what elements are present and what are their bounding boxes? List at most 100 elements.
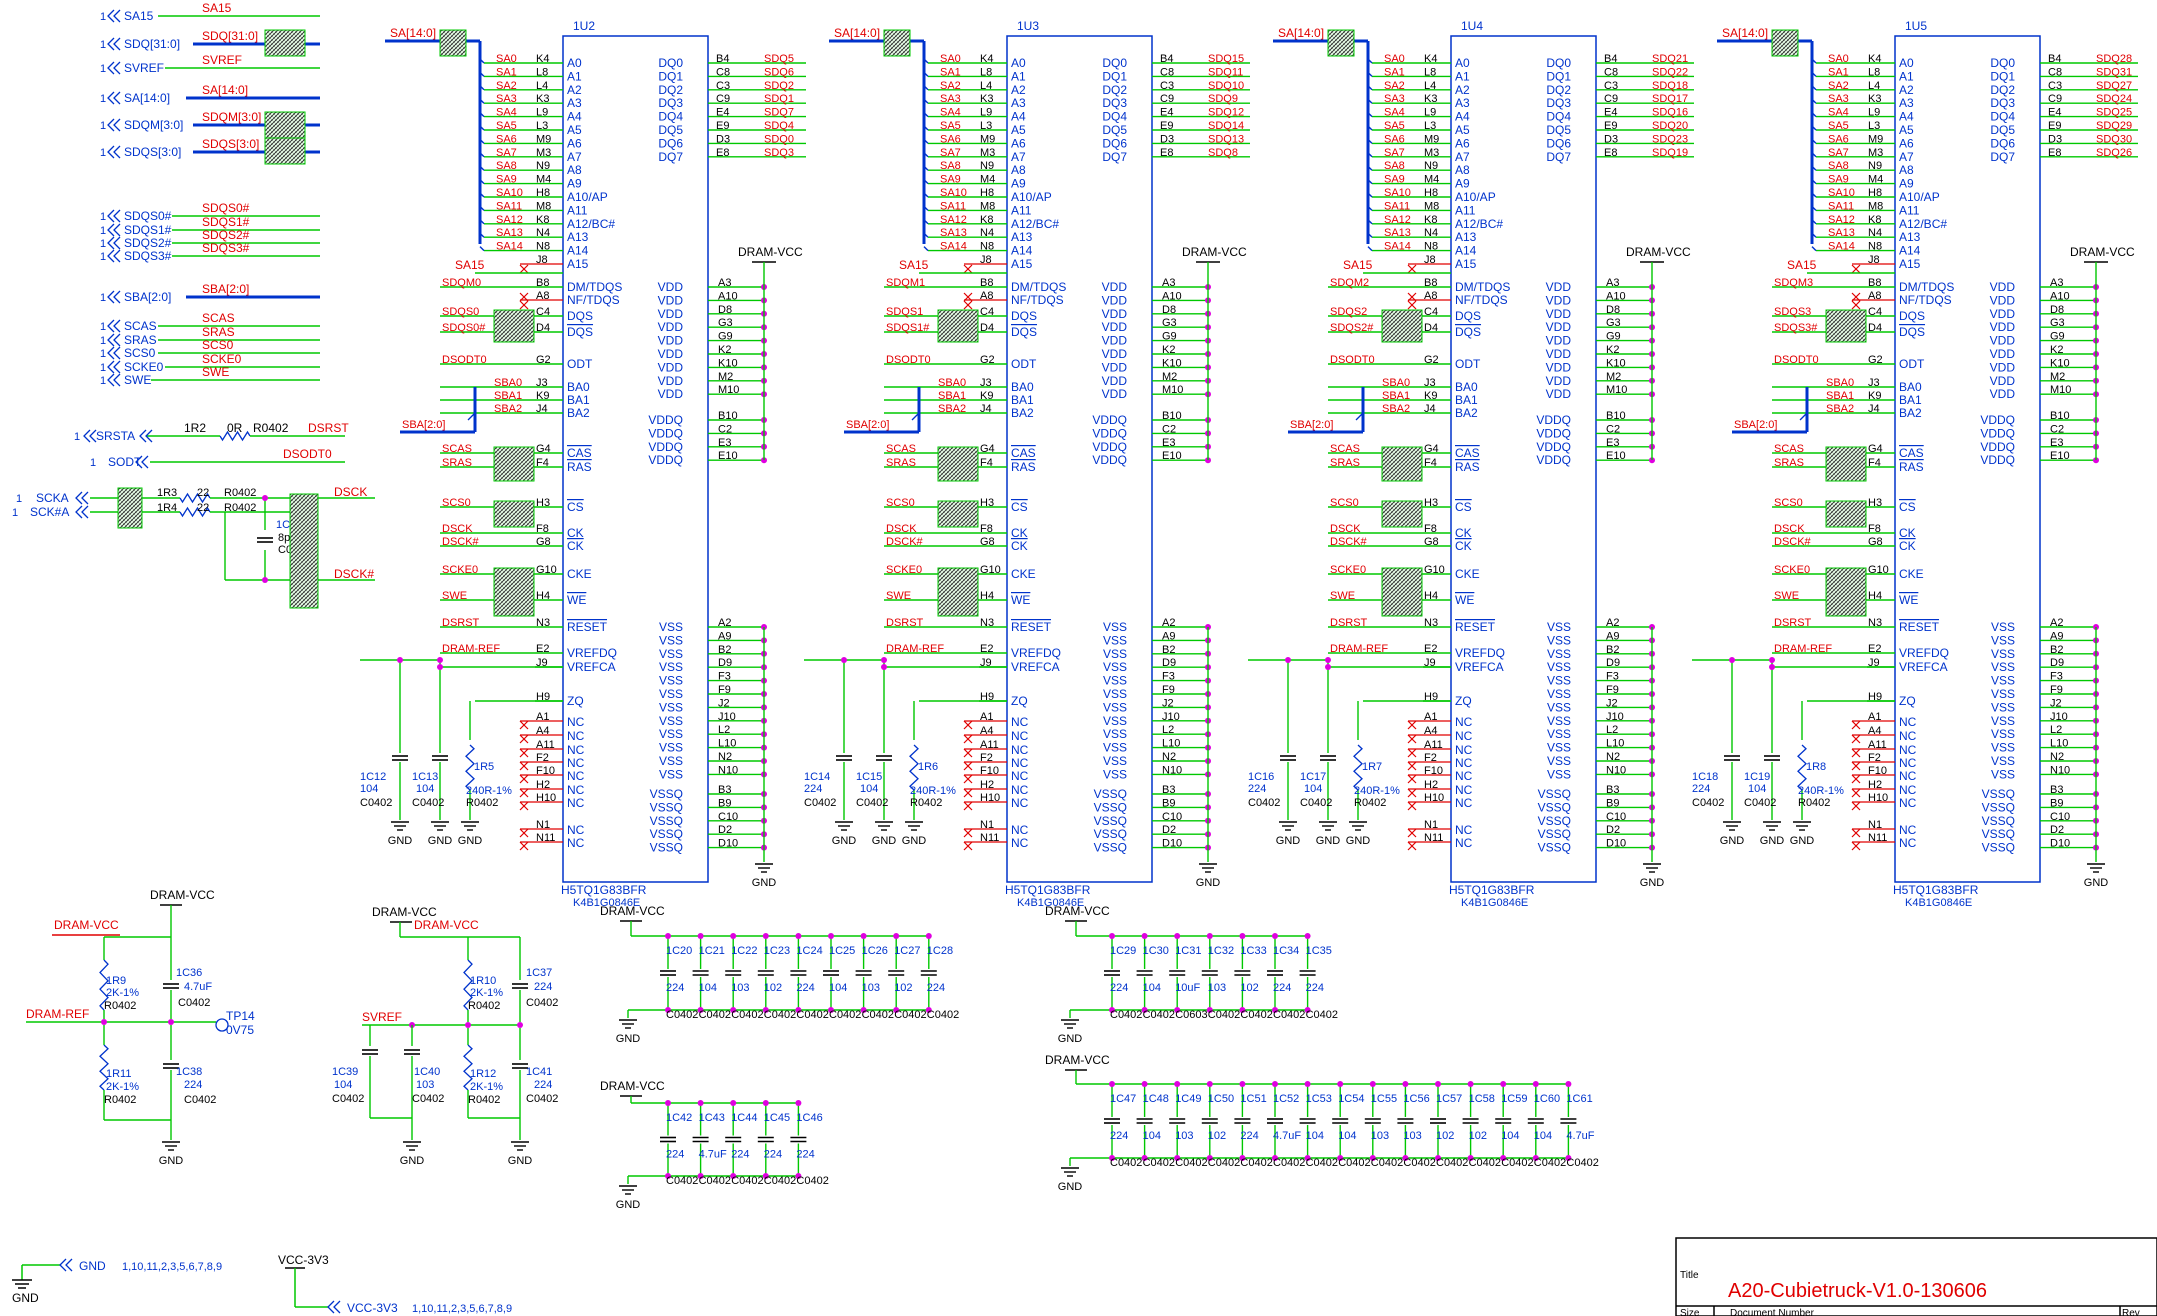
pin-name: A9: [1899, 177, 1914, 191]
gnd-port-sheets: 1,10,11,2,3,5,6,7,8,9: [122, 1261, 222, 1273]
ground-symbol: GND: [388, 821, 412, 847]
pin-name: DQ6: [1102, 136, 1127, 150]
capacitor-value: 224: [927, 982, 945, 994]
pin-ball: C10: [2050, 811, 2070, 823]
pin-ball: F10: [536, 765, 555, 777]
pin-name: VSSQ: [650, 787, 683, 801]
pin-ball: H10: [536, 792, 556, 804]
pin-ball: B9: [718, 797, 731, 809]
net-label: SA2: [940, 80, 961, 92]
pin-ball: N11: [1424, 832, 1443, 844]
net-label: SA8: [1384, 160, 1405, 172]
pin-ball: G3: [1162, 317, 1177, 329]
junction-dot: [665, 1100, 671, 1106]
net-label: DSRST: [886, 617, 924, 629]
capacitor-symbol: [1136, 1118, 1153, 1124]
pin-name: A0: [1011, 56, 1026, 70]
net-label: DSRST: [1330, 617, 1368, 629]
pin-name: NC: [1011, 715, 1029, 729]
junction-dot: [2093, 457, 2099, 464]
pin-ball: F3: [1162, 671, 1175, 683]
capacitor-symbol: [888, 970, 905, 976]
capacitor-symbol: [692, 1136, 709, 1143]
capacitor-symbol: [1430, 1118, 1446, 1124]
capacitor-ref: 1C52: [1273, 1093, 1299, 1105]
pin-name: VDD: [1990, 347, 2016, 361]
pin-name: DQS: [567, 309, 593, 323]
pin-ball: H4: [1868, 590, 1882, 602]
capacitor-package: C0402: [666, 1175, 698, 1187]
capacitor-ref: 1C46: [796, 1112, 822, 1124]
pin-name: CKE: [1899, 567, 1924, 581]
junction-dot: [262, 495, 268, 501]
pin-ball: B10: [1606, 410, 1626, 422]
resistor-value: 22: [197, 502, 209, 514]
net-label: SA7: [940, 147, 961, 159]
pin-ball: F2: [1868, 752, 1881, 764]
net-label: SDQ25: [2096, 107, 2132, 119]
pin-ball: K4: [980, 53, 993, 65]
pin-ball: L10: [2050, 738, 2068, 750]
pin-name: ZQ: [1011, 694, 1028, 708]
ground-symbol: GND: [1196, 863, 1220, 889]
pin-ball: K9: [536, 390, 549, 402]
resistor-value: 22: [197, 487, 209, 499]
capacitor-package: C0402: [829, 1009, 861, 1021]
pin-name: VDDQ: [1092, 440, 1127, 454]
port-arrow-icon: [107, 91, 121, 105]
pin-name: VDDQ: [1536, 426, 1571, 440]
capacitor-symbol: [432, 755, 448, 761]
pin-name: DQ7: [1990, 150, 2015, 164]
pin-ball: L4: [980, 80, 992, 92]
capacitor-value: 103: [416, 1079, 434, 1091]
test-point-ref: TP14: [226, 1009, 255, 1023]
net-label: SDQ28: [2096, 53, 2132, 65]
junction-dot: [1565, 1081, 1572, 1087]
capacitor-value: 103: [731, 982, 749, 994]
pin-name: VSS: [1547, 633, 1571, 647]
pin-name: NC: [1011, 796, 1029, 810]
pin-ball: A9: [1162, 630, 1175, 642]
pin-ball: E2: [1424, 643, 1437, 655]
capacitor-package: C0402: [666, 1009, 698, 1021]
capacitor-ref: 1C55: [1371, 1093, 1397, 1105]
power-ports: GND GND 1,10,11,2,3,5,6,7,8,9 VCC-3V3 VC…: [12, 1253, 512, 1315]
net-label: SA2: [1384, 80, 1405, 92]
net-label: DSODT0: [1774, 354, 1819, 366]
pin-name: BA0: [1011, 380, 1034, 394]
net-label: SA5: [496, 120, 517, 132]
pin-ball: D4: [1424, 322, 1438, 334]
pin-ball: F10: [980, 765, 999, 777]
port-name: SODT: [108, 455, 142, 469]
pin-ball: C2: [2050, 423, 2064, 435]
junction-dot: [1141, 1081, 1148, 1087]
pin-name: A8: [1011, 163, 1026, 177]
pin-ball: A4: [980, 725, 993, 737]
junction-dot: [1239, 1081, 1246, 1087]
pin-ball: K4: [536, 53, 549, 65]
pin-name: A10/AP: [1011, 190, 1052, 204]
junction-dot: [762, 933, 769, 939]
pin-name: VSS: [1547, 674, 1571, 688]
junction-dot: [1402, 1081, 1409, 1087]
pin-name: CKE: [1455, 567, 1480, 581]
